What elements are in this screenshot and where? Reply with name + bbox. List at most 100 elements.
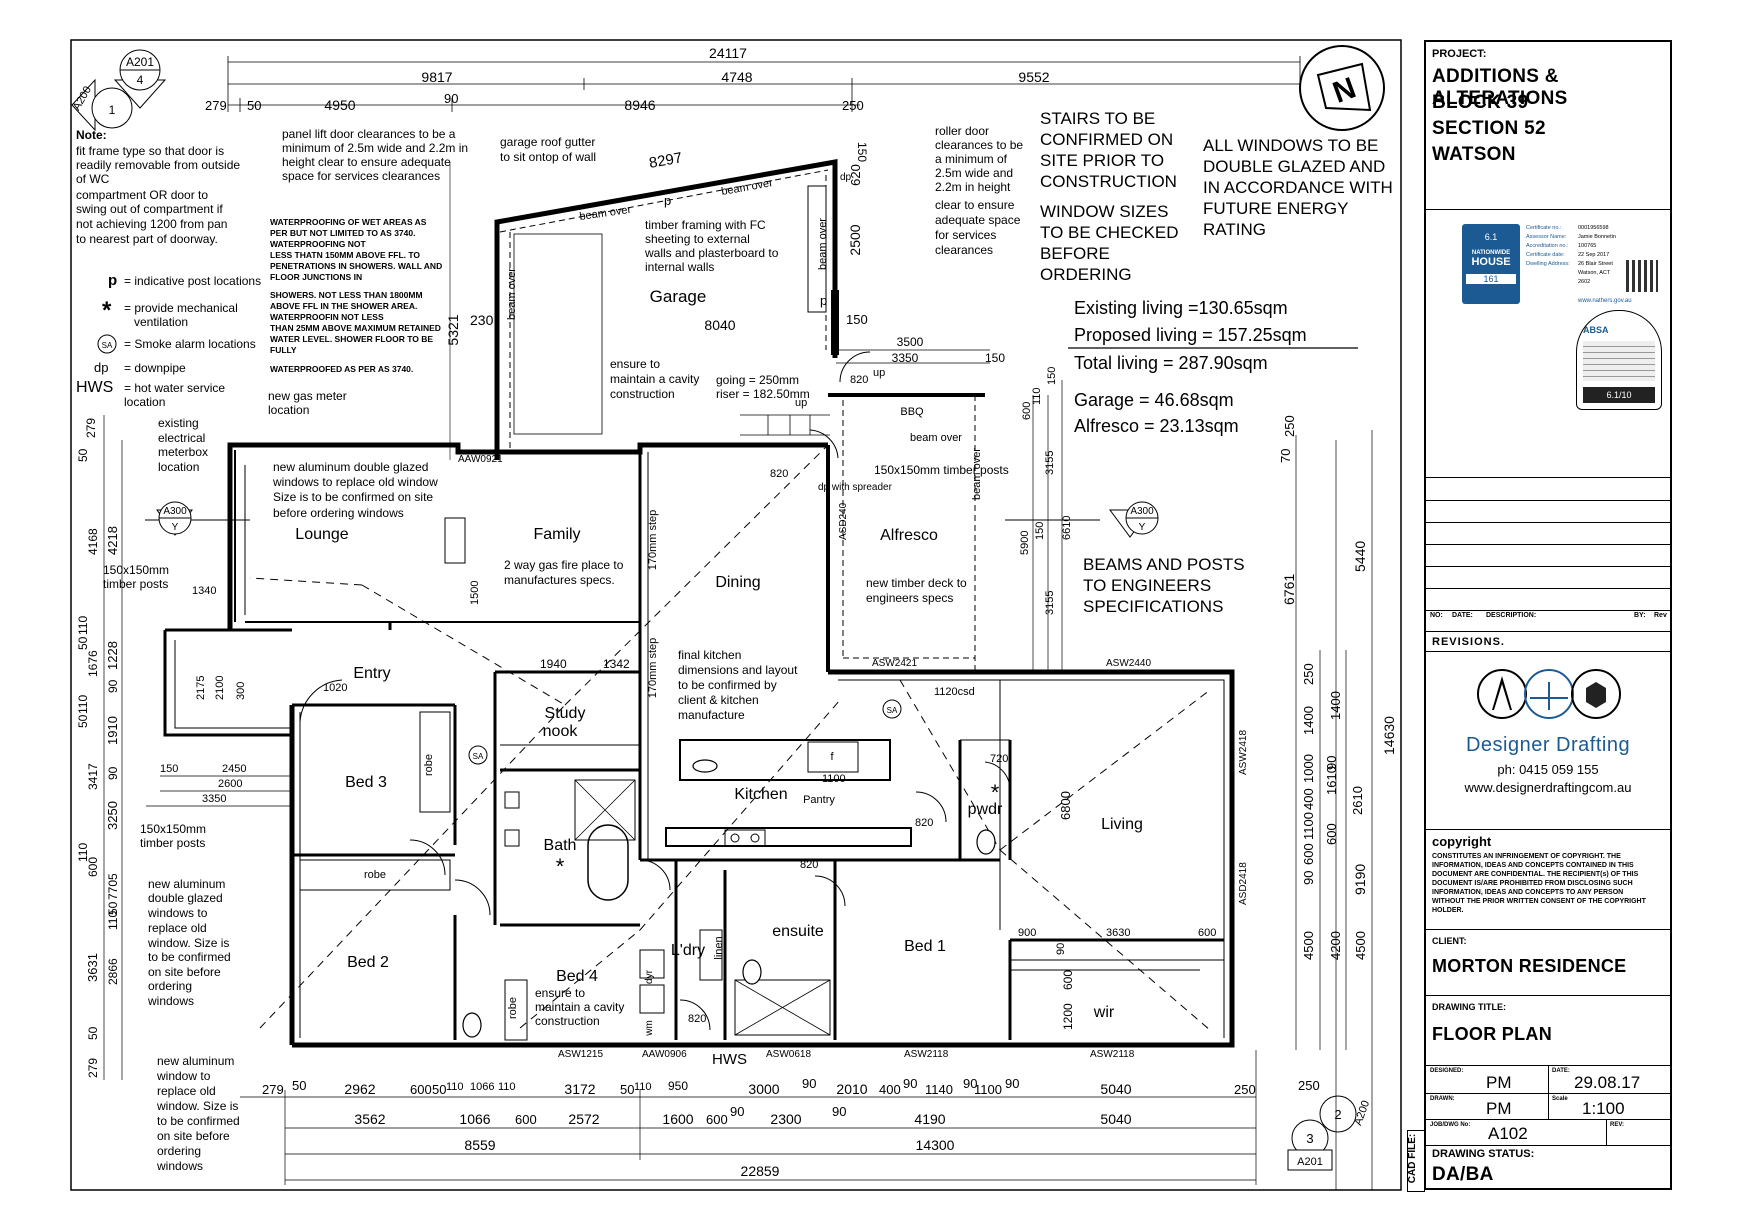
room-ldry: L'dry xyxy=(671,942,705,959)
svg-text:4: 4 xyxy=(137,73,144,87)
svg-text:SHOWERS. NOT LESS THAN 1800MM: SHOWERS. NOT LESS THAN 1800MM xyxy=(270,290,423,300)
note-timber-framing: timber framing with FC sheeting to exter… xyxy=(644,218,779,274)
svg-text:279: 279 xyxy=(86,1058,100,1078)
svg-text:1: 1 xyxy=(109,103,116,117)
svg-text:walls and plasterboard to: walls and plasterboard to xyxy=(644,246,779,260)
svg-text:1228: 1228 xyxy=(105,641,120,670)
note-going-riser: going = 250mm riser = 182.50mm xyxy=(716,373,810,401)
svg-text:space for services clearances: space for services clearances xyxy=(282,169,440,183)
dim-top-b: 4748 xyxy=(721,69,752,85)
svg-text:A300: A300 xyxy=(163,506,187,517)
dim-top-90: 90 xyxy=(444,91,458,106)
left-dim-lines xyxy=(103,415,123,1080)
svg-text:TO ENGINEERS: TO ENGINEERS xyxy=(1083,576,1211,595)
project-line-4: WATSON xyxy=(1432,144,1516,165)
dim-stair-3500: 3500 xyxy=(897,335,924,349)
room-bed1: Bed 1 xyxy=(904,938,946,955)
svg-text:720: 720 xyxy=(990,753,1008,765)
room-kitchen: Kitchen xyxy=(734,786,787,803)
svg-text:2175: 2175 xyxy=(195,676,207,700)
svg-text:6761: 6761 xyxy=(1281,574,1297,605)
drawing-title: FLOOR PLAN xyxy=(1432,1024,1552,1044)
project-line-2: BLOCK 39 xyxy=(1432,92,1529,113)
svg-text:600: 600 xyxy=(86,857,100,877)
pwdr-fan-star-icon: * xyxy=(991,780,1000,805)
svg-text:3172: 3172 xyxy=(564,1081,595,1097)
left-dims: 279 50 4168 4218 110 50 1676 1228 90 110… xyxy=(76,418,120,1078)
svg-text:WATERPROOFED AS PER AS 3740.: WATERPROOFED AS PER AS 3740. xyxy=(270,364,413,374)
svg-text:2010: 2010 xyxy=(836,1081,867,1097)
svg-text:of WC: of WC xyxy=(76,172,110,186)
svg-text:1140: 1140 xyxy=(925,1082,953,1097)
svg-text:to sit ontop of wall: to sit ontop of wall xyxy=(500,150,596,164)
svg-text:2: 2 xyxy=(1334,1107,1341,1122)
svg-text:panel lift door clearances to: panel lift door clearances to be a xyxy=(282,127,456,141)
svg-text:279: 279 xyxy=(84,418,98,438)
svg-text:client & kitchen: client & kitchen xyxy=(678,693,759,707)
window-labels: AAW0921 ASD240 ASW2421 ASW2440 ASW2418 A… xyxy=(458,454,1249,1060)
note-posts-lounge: 150x150mm timber posts xyxy=(103,563,169,591)
room-fridge: f xyxy=(830,751,834,763)
svg-text:TO BE CHECKED: TO BE CHECKED xyxy=(1040,223,1179,242)
svg-text:3350: 3350 xyxy=(202,793,226,805)
total-living: Total living = 287.90sqm xyxy=(1074,353,1268,373)
note-new-alu-bottom: new aluminum window to replace old windo… xyxy=(156,1054,240,1173)
svg-text:4500: 4500 xyxy=(1301,931,1316,960)
top-dimension-lines xyxy=(227,56,1301,112)
room-bed3: Bed 3 xyxy=(345,774,387,791)
svg-text:600: 600 xyxy=(706,1112,728,1127)
legend-hws-1: = hot water service xyxy=(124,381,225,395)
proposed-living: Proposed living = 157.25sqm xyxy=(1074,325,1307,345)
svg-text:600: 600 xyxy=(410,1082,432,1097)
svg-text:150: 150 xyxy=(1046,367,1058,385)
drawing-status: DA/BA xyxy=(1432,1164,1494,1185)
svg-text:WATERPROOFIN NOT LESS: WATERPROOFIN NOT LESS xyxy=(270,312,384,322)
svg-text:110: 110 xyxy=(1031,387,1043,405)
svg-text:garage roof gutter: garage roof gutter xyxy=(500,135,595,149)
svg-text:new aluminum: new aluminum xyxy=(148,877,225,891)
svg-text:150x150mm: 150x150mm xyxy=(140,822,206,836)
svg-text:roller door: roller door xyxy=(935,124,989,138)
dim-garage-8040: 8040 xyxy=(704,317,735,333)
status-section: DRAWING STATUS: DA/BA xyxy=(1432,1148,1535,1185)
svg-text:2572: 2572 xyxy=(568,1111,599,1127)
window-asd2418: ASD2418 xyxy=(1238,862,1249,905)
svg-text:90: 90 xyxy=(106,679,120,693)
dim-top-8946: 8946 xyxy=(624,97,655,113)
svg-text:50: 50 xyxy=(432,1082,446,1097)
label-beam-over-3: beam over xyxy=(506,268,518,320)
room-study: Study xyxy=(545,705,586,722)
svg-text:1000: 1000 xyxy=(1301,754,1316,783)
svg-text:4500: 4500 xyxy=(1353,931,1368,960)
svg-text:SITE PRIOR TO: SITE PRIOR TO xyxy=(1040,151,1164,170)
svg-text:1676: 1676 xyxy=(86,650,100,677)
designed-value: PM xyxy=(1486,1073,1512,1092)
svg-text:Note:: Note: xyxy=(76,128,107,142)
svg-text:PER BUT NOT LIMITED TO AS 3740: PER BUT NOT LIMITED TO AS 3740. xyxy=(270,228,415,238)
dim-top-279: 279 xyxy=(205,98,227,113)
svg-text:2962: 2962 xyxy=(344,1081,375,1097)
room-pwdr: pwdr xyxy=(968,801,1003,818)
svg-text:to nearest part of doorway.: to nearest part of doorway. xyxy=(76,232,218,246)
svg-text:6610: 6610 xyxy=(1061,516,1073,540)
bath-fan-star-icon: * xyxy=(556,854,565,879)
nathers-url: www.nathers.gov.au xyxy=(1578,298,1632,304)
svg-text:WATERPROOFING OF WET AREAS AS: WATERPROOFING OF WET AREAS AS xyxy=(270,217,427,227)
drawn-value: PM xyxy=(1486,1099,1512,1118)
note-meterbox: existing electrical meterbox location xyxy=(158,416,208,474)
svg-text:3562: 3562 xyxy=(354,1111,385,1127)
label-hws: HWS xyxy=(712,1051,747,1068)
alfresco-dims: 110 150 600 3155 5900 150 6610 3155 xyxy=(1019,367,1073,615)
svg-text:50: 50 xyxy=(76,636,90,650)
stair-dims xyxy=(740,349,990,436)
svg-text:BEFORE: BEFORE xyxy=(1040,244,1110,263)
svg-text:construction: construction xyxy=(535,1014,600,1028)
svg-text:engineers specs: engineers specs xyxy=(866,591,953,605)
company-logo-icon xyxy=(1477,669,1621,719)
window-asw0618: ASW0618 xyxy=(766,1049,811,1060)
svg-text:riser = 182.50mm: riser = 182.50mm xyxy=(716,387,810,401)
window-asw2118-a: ASW2118 xyxy=(904,1049,949,1060)
copyright-body: CONSTITUTES AN INFRINGEMENT OF COPYRIGHT… xyxy=(1432,853,1646,914)
label-dp-spreader: dp with spreader xyxy=(818,482,893,493)
